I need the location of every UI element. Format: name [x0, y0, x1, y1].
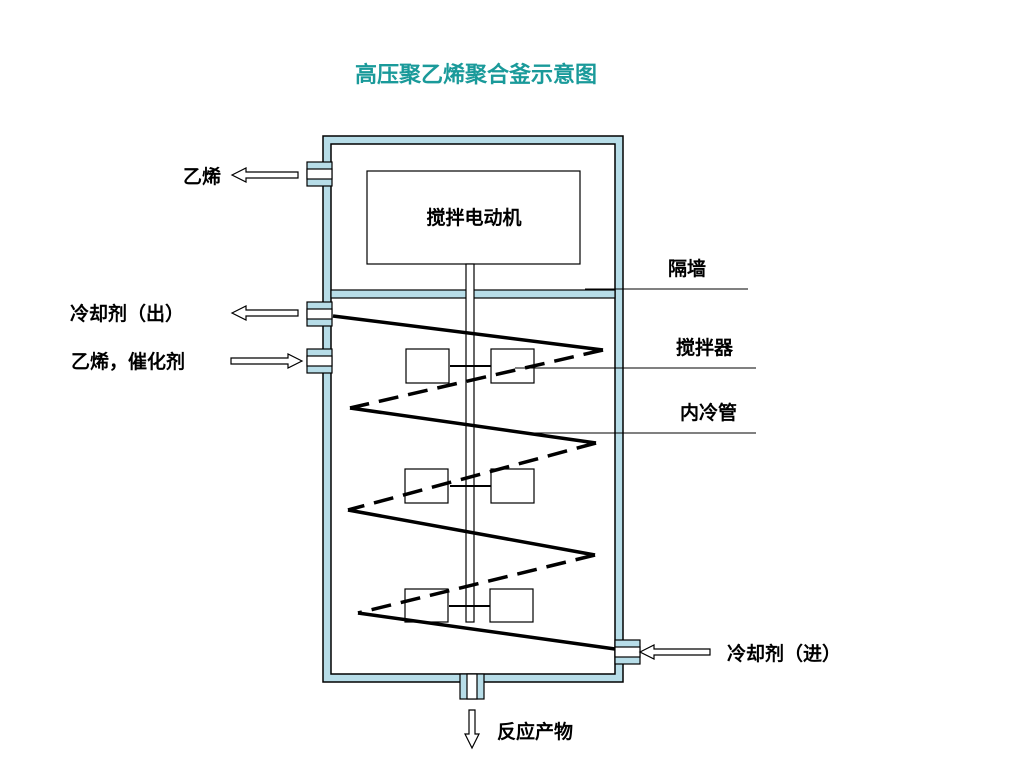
feed-label: 乙烯，催化剂	[71, 350, 185, 373]
blade	[405, 348, 450, 384]
coolant-outlet-nozzle	[306, 301, 333, 327]
product-label: 反应产物	[497, 720, 573, 743]
agitator-label: 搅拌器	[676, 336, 734, 359]
agitator-shaft	[465, 263, 475, 623]
nozzles	[306, 161, 641, 700]
blade	[404, 468, 449, 504]
feed-in-arrow	[230, 353, 304, 369]
flow-arrows	[230, 167, 711, 750]
coolant-out-arrow	[230, 305, 299, 321]
product-outlet-nozzle	[459, 673, 485, 700]
diagram-title: 高压聚乙烯聚合釜示意图	[355, 62, 597, 88]
product-arrow	[464, 709, 480, 750]
leader-lines	[515, 288, 756, 434]
feed-inlet-nozzle	[306, 348, 333, 374]
ethylene-out-arrow	[230, 167, 299, 183]
inner-cooling-tube	[332, 314, 616, 651]
coolant-inlet-nozzle	[614, 639, 641, 665]
partition-label: 隔墙	[668, 257, 706, 280]
blade	[489, 588, 534, 623]
coolant-in-label: 冷却剂（进）	[727, 642, 841, 665]
agitator-motor: 搅拌电动机	[366, 170, 581, 265]
agitator-blades	[404, 348, 535, 623]
coolant-in-arrow	[638, 644, 711, 660]
cooling-tube-label: 内冷管	[680, 401, 737, 424]
coolant-out-label: 冷却剂（出）	[70, 302, 184, 325]
ethylene-out-label: 乙烯	[183, 165, 221, 188]
ethylene-outlet-nozzle	[306, 161, 333, 187]
blade	[490, 348, 535, 384]
motor-label: 搅拌电动机	[426, 206, 521, 229]
blade	[490, 468, 535, 504]
